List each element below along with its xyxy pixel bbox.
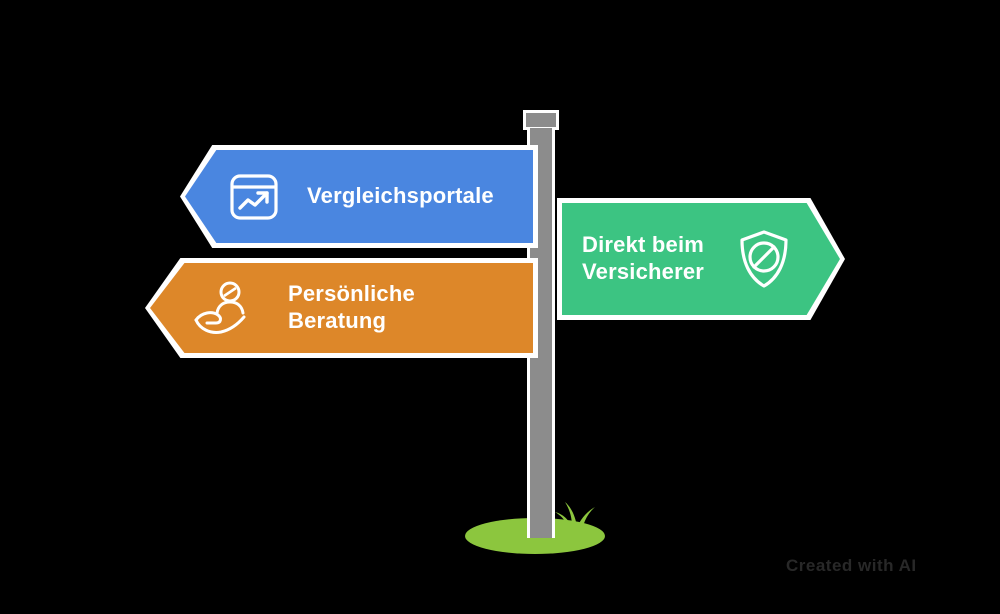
grass-blades-icon bbox=[555, 502, 595, 538]
post-cap bbox=[523, 110, 559, 130]
sign-beratung-label: Persönliche Beratung bbox=[288, 281, 415, 333]
hand-holding-person-icon bbox=[192, 279, 254, 337]
browser-trending-chart-icon bbox=[227, 170, 281, 224]
watermark: Created with AI bbox=[786, 556, 917, 575]
sign-beratung[interactable]: Persönliche Beratung bbox=[150, 263, 533, 353]
sign-vergleichsportale-label: Vergleichsportale bbox=[307, 183, 494, 209]
sign-versicherer[interactable]: Direkt beim Versicherer bbox=[562, 203, 840, 315]
sign-vergleichsportale[interactable]: Vergleichsportale bbox=[185, 150, 533, 243]
sign-versicherer-label: Direkt beim Versicherer bbox=[582, 232, 705, 284]
shield-slash-icon bbox=[736, 228, 792, 290]
